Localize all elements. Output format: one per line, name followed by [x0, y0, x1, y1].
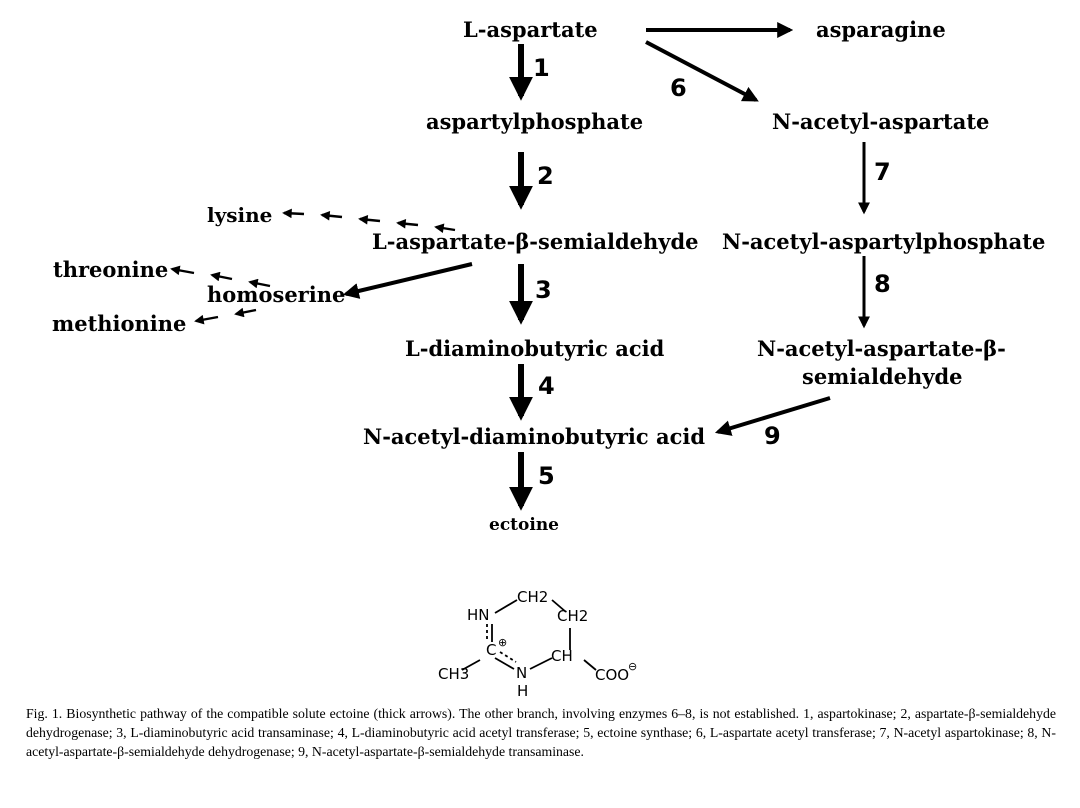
arrow-to-homoserine — [342, 262, 473, 299]
structure-n: N — [516, 664, 528, 682]
metabolite-l-aspartate: L-aspartate — [463, 17, 598, 42]
structure-ch2-top: CH2 — [517, 588, 549, 606]
figure-caption-text: Fig. 1. Biosynthetic pathway of the comp… — [26, 706, 1056, 759]
metabolite-ectoine: ectoine — [489, 515, 559, 535]
metabolite-n-acetyl-aspartylphosphate: N-acetyl-aspartylphosphate — [722, 229, 1046, 254]
dashed-arrow-to-methionine — [194, 307, 257, 325]
structure-plus-charge: ⊕ — [498, 636, 508, 649]
metabolite-semialdehyde: L-aspartate-β-semialdehyde — [372, 229, 699, 254]
metabolite-n-acetyl-diaminobutyric-acid: N-acetyl-diaminobutyric acid — [363, 424, 706, 449]
metabolite-n-acetyl-semialdehyde-line1: N-acetyl-aspartate-β- — [757, 336, 1006, 361]
structure-ch3: CH3 — [438, 665, 470, 683]
step-number-7: 7 — [874, 158, 891, 186]
metabolite-lysine: lysine — [207, 203, 273, 227]
step-number-9: 9 — [764, 422, 781, 450]
metabolite-methionine: methionine — [52, 311, 187, 336]
metabolite-n-acetyl-semialdehyde-line2: semialdehyde — [802, 364, 963, 389]
figure-caption: Fig. 1. Biosynthetic pathway of the comp… — [26, 704, 1056, 761]
structure-coo: COO — [595, 666, 630, 684]
step-number-5: 5 — [538, 462, 555, 490]
structure-minus-charge: ⊖ — [628, 660, 638, 673]
step-number-3: 3 — [535, 276, 552, 304]
structure-c-plus: C — [486, 641, 497, 659]
structure-ch: CH — [551, 647, 573, 665]
metabolite-l-diaminobutyric-acid: L-diaminobutyric acid — [405, 336, 665, 361]
step-number-8: 8 — [874, 270, 891, 298]
arrow-step-6 — [645, 40, 759, 102]
arrow-step-9 — [714, 396, 831, 436]
structure-hn: HN — [467, 606, 490, 624]
step-number-2: 2 — [537, 162, 554, 190]
structure-ch2-right: CH2 — [557, 607, 589, 625]
structure-h: H — [517, 682, 529, 700]
step-number-4: 4 — [538, 372, 555, 400]
step-number-6: 6 — [670, 74, 687, 102]
metabolite-asparagine: asparagine — [816, 17, 946, 42]
step-number-1: 1 — [533, 54, 550, 82]
metabolite-n-acetyl-aspartate: N-acetyl-aspartate — [772, 109, 990, 134]
dashed-arrow-to-threonine — [170, 265, 271, 289]
metabolite-homoserine: homoserine — [207, 282, 346, 307]
metabolite-aspartylphosphate: aspartylphosphate — [426, 109, 644, 134]
dashed-arrow-to-lysine — [282, 208, 456, 233]
ectoine-structure — [461, 599, 597, 671]
metabolite-threonine: threonine — [53, 257, 169, 282]
